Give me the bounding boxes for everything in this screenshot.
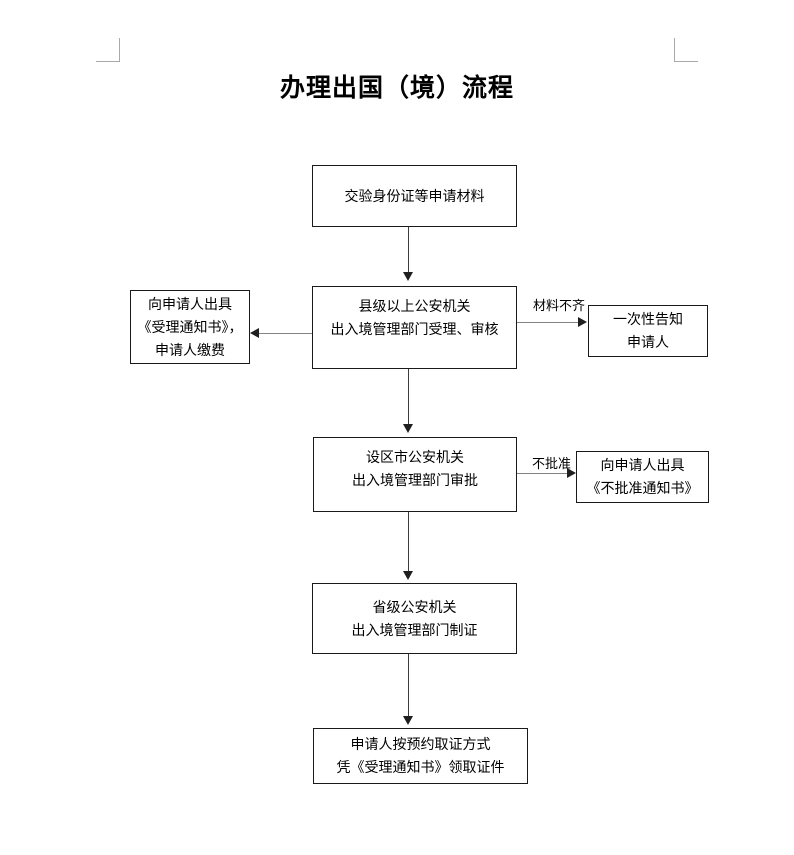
flow-node-province-make-document: 省级公安机关 出入境管理部门制证 [312,583,517,654]
node-text-line: 县级以上公安机关 [358,298,471,314]
arrow-right-icon [578,317,587,327]
connector-line-down-3 [408,512,409,572]
flow-node-submit-materials: 交验身份证等申请材料 [312,165,517,227]
node-text-line: 设区市公安机关 [366,449,464,465]
page-title: 办理出国（境）流程 [279,74,514,102]
node-text-line: 《受理通知书》， [137,318,243,335]
node-text-line: 一次性告知 [613,311,683,327]
arrow-right-icon [567,468,576,478]
flow-node-city-approval: 设区市公安机关 出入境管理部门审批 [313,437,517,512]
connector-line-down-4 [408,654,409,717]
node-text-line: 交验身份证等申请材料 [344,187,485,204]
flow-node-collect-document: 申请人按预约取证方式 凭《受理通知书》领取证件 [313,728,528,784]
connector-line-down-1 [408,227,409,273]
connector-line-down-2 [408,369,409,425]
edge-label-not-approved: 不批准 [532,456,572,471]
connector-line-right-1 [517,322,579,323]
arrow-down-icon [403,424,413,433]
node-text-line: 《不批准通知书》 [586,480,699,496]
node-text-line: 申请人按预约取证方式 [350,736,491,752]
node-text-line: 出入境管理部门制证 [351,621,478,638]
node-text-line: 向申请人出具 [148,295,232,312]
page-corner-mark-right [674,38,698,62]
node-text-line: 向申请人出具 [600,457,685,473]
arrow-left-icon [250,328,259,338]
node-text-line: 出入境管理部门审批 [352,472,478,488]
node-text-line: 省级公安机关 [372,598,457,615]
node-text-line: 凭《受理通知书》领取证件 [336,759,505,775]
flow-node-one-time-notification: 一次性告知 申请人 [588,305,708,357]
node-text-line: 申请人缴费 [155,341,225,358]
arrow-down-icon [403,272,413,281]
edge-label-materials-incomplete: 材料不齐 [533,298,586,313]
node-text-line: 出入境管理部门受理、审核 [330,321,499,337]
connector-line-left [258,333,312,334]
node-text-line: 申请人 [627,334,669,350]
connector-line-right-2 [517,473,568,474]
flow-node-issue-acceptance-notice: 向申请人出具 《受理通知书》， 申请人缴费 [130,290,250,364]
flow-node-county-accept-review: 县级以上公安机关 出入境管理部门受理、审核 [312,286,517,369]
page-corner-mark-left [96,38,120,62]
arrow-down-icon [403,571,413,580]
arrow-down-icon [403,716,413,725]
flow-node-issue-rejection-notice: 向申请人出具 《不批准通知书》 [576,451,709,503]
